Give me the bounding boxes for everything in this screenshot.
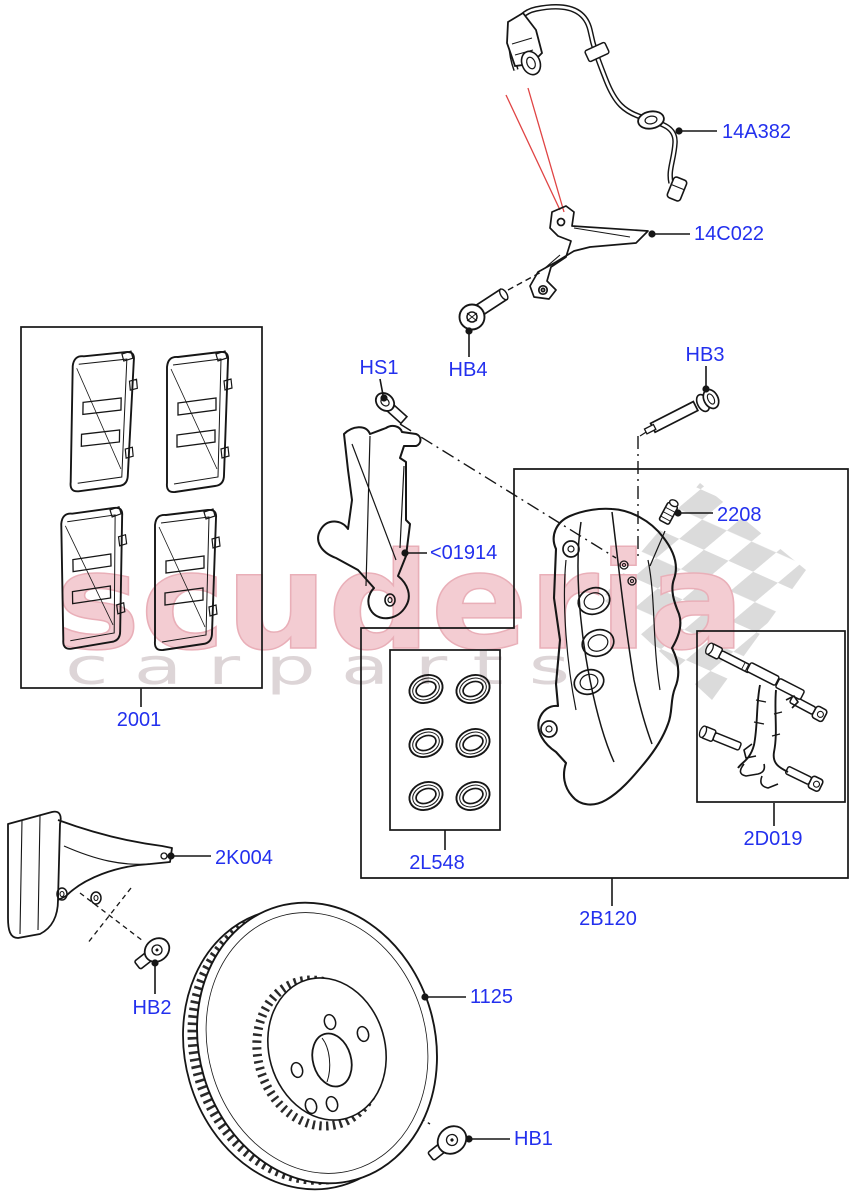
bleed-screw-drawing (649, 499, 679, 567)
screw-hs1-drawing (374, 392, 409, 425)
part-label-abs-sensor[interactable]: 14A382 (722, 121, 791, 143)
splash-shield-drawing (7, 810, 173, 939)
part-label-clip-kit[interactable]: 2D019 (743, 828, 803, 850)
anchor-plate-drawing (317, 424, 422, 620)
red-callout-lines (505, 87, 565, 213)
pin-hb3-drawing (643, 388, 720, 435)
part-label-anchor-plate[interactable]: <01914 (430, 542, 498, 564)
bolt-hb4-drawing (458, 288, 509, 331)
sensor-bracket-drawing (529, 205, 649, 300)
part-label-sensor-bracket[interactable]: 14C022 (694, 223, 765, 245)
brake-disc-drawing (182, 901, 438, 1191)
part-label-pads-kit[interactable]: 2001 (116, 709, 162, 731)
clip-kit-drawing (698, 642, 828, 793)
caliper-kit-box (360, 468, 849, 879)
part-label-brake-disc[interactable]: 1125 (470, 986, 514, 1008)
clip-kit-box (696, 630, 846, 803)
part-label-splash-shield[interactable]: 2K004 (215, 847, 273, 869)
caliper-drawing (537, 507, 682, 806)
screw-hb1-drawing (427, 1125, 468, 1161)
part-label-screw-hb1[interactable]: HB1 (514, 1128, 553, 1150)
part-label-bolt-hb4[interactable]: HB4 (448, 359, 488, 381)
part-label-pin-hb3[interactable]: HB3 (685, 344, 725, 366)
part-label-screw-hs1[interactable]: HS1 (359, 357, 399, 379)
part-label-bleed-screw[interactable]: 2208 (717, 504, 762, 526)
checkered-flag-watermark (602, 483, 806, 700)
part-label-seal-kit[interactable]: 2L548 (409, 852, 465, 874)
leader-lines (140, 127, 775, 1143)
part-label-caliper-assy[interactable]: 2B120 (579, 908, 637, 930)
hb2-axis-lines (79, 887, 144, 945)
abs-sensor-wire-drawing (506, 4, 688, 202)
watermark-brand-text: scuderia (55, 524, 745, 680)
part-label-bolt-hb2[interactable]: HB2 (132, 997, 172, 1019)
bolt-hb2-drawing (134, 937, 171, 970)
